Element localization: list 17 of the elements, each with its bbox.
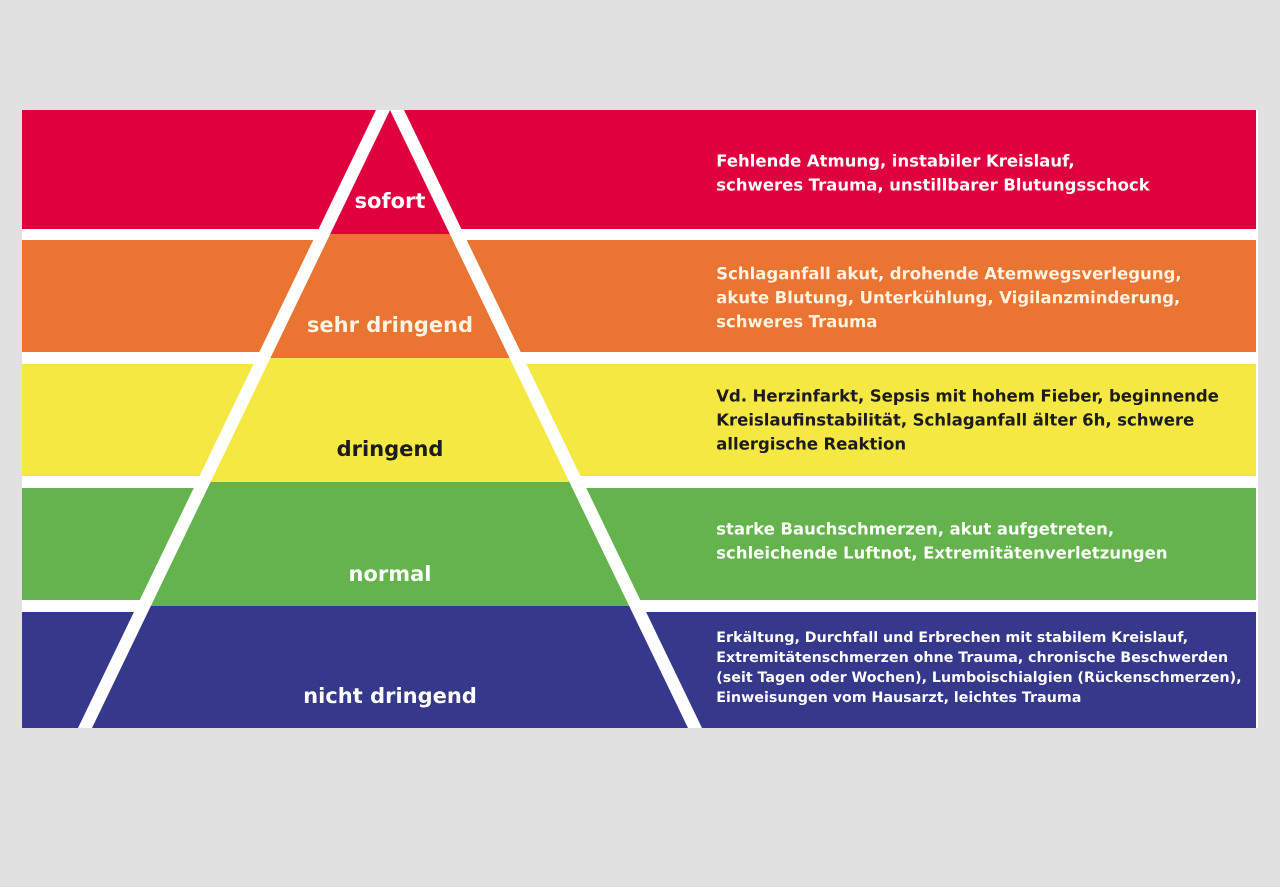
node-label: Erkältung, Durchfall und Erbrechen mit stabilem Kreislauf, Extremitätenschmerzen ohne Trauma, chronische Beschwerden (seit Tagen oder Wochen), Lumboischialgien (Rückenschmerzen), Einweisungen vom Hausarzt, leichtes Trauma xyxy=(717,630,1241,706)
pyramid-tier: sofort xyxy=(330,110,450,234)
node-label: dringend xyxy=(337,440,442,461)
band-segment xyxy=(22,612,134,728)
node-label: Vd. Herzinfarkt, Sepsis mit hohem Fieber, beginnende Kreislaufinstabilität, Schlaganfall älter 6h, schwere allergische Reaktion xyxy=(716,388,1219,454)
description-band: starke Bauchschmerzen, akut aufgetreten, schleichende Luftnot, Extremitätenverletzungen xyxy=(586,488,1256,600)
node-label: nicht dringend xyxy=(304,687,476,708)
description-band: Erkältung, Durchfall und Erbrechen mit stabilem Kreislauf, Extremitätenschmerzen ohne Trauma, chronische Beschwerden (seit Tagen oder Wochen), Lumboischialgien (Rückenschmerzen), Einweisungen vom Hausarzt, leichtes Trauma xyxy=(646,612,1256,728)
node-label: normal xyxy=(350,565,430,582)
description-band: Vd. Herzinfarkt, Sepsis mit hohem Fieber, beginnende Kreislaufinstabilität, Schlaganfall älter 6h, schwere allergische Reaktion xyxy=(526,364,1256,476)
node-label: Schlaganfall akut, drohende Atemwegsverlegung, akute Blutung, Unterkühlung, Vigilanzminderung, schweres Trauma xyxy=(716,266,1180,328)
pyramid-tier: sehr dringend xyxy=(270,234,510,358)
band-segment xyxy=(22,488,194,600)
node-label: Fehlende Atmung, instabiler Kreislauf, schweres Trauma, unstillbarer Blutungsschock xyxy=(717,153,1151,195)
pyramid-tier: dringend xyxy=(210,358,570,482)
node-label: starke Bauchschmerzen, akut aufgetreten, schleichende Luftnot, Extremitätenverletzungen xyxy=(717,521,1167,563)
band-segment xyxy=(22,364,254,476)
